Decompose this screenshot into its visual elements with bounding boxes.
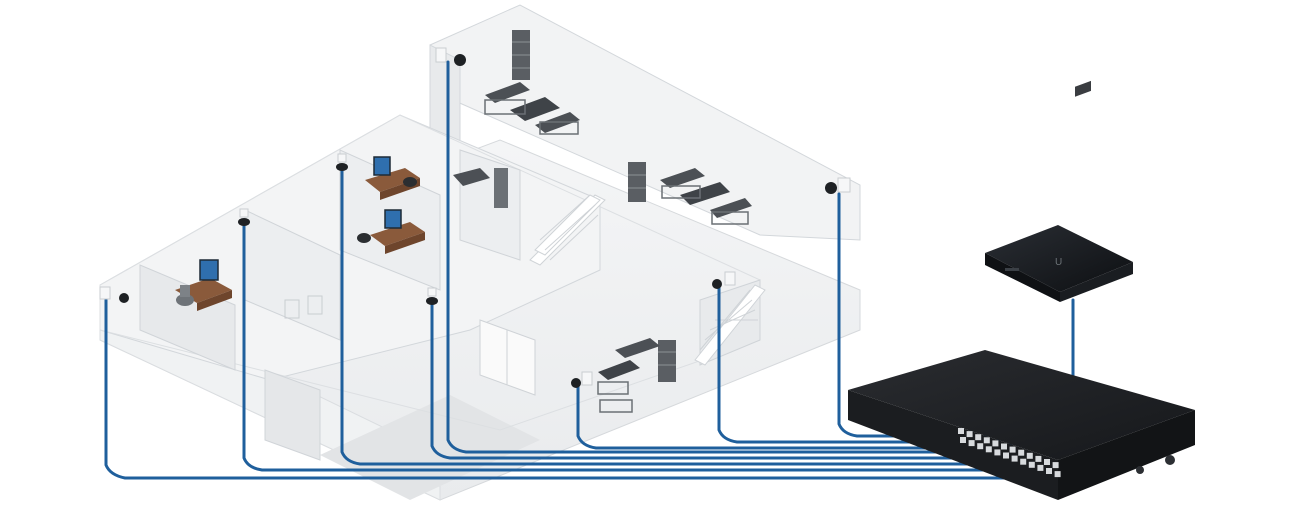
switch-port bbox=[1037, 464, 1044, 471]
cameras bbox=[99, 47, 851, 388]
staircase-upper bbox=[529, 194, 606, 266]
camera-icon bbox=[336, 153, 348, 171]
top-right-lounge-furniture bbox=[628, 162, 752, 225]
switch-port bbox=[1026, 452, 1033, 459]
switch-port bbox=[1011, 455, 1018, 462]
entrance-hall-floor bbox=[320, 395, 540, 500]
power-socket-icon bbox=[1165, 455, 1175, 465]
switch-port bbox=[968, 440, 975, 447]
camera-icon bbox=[426, 287, 438, 305]
power-socket-icon bbox=[1136, 466, 1144, 474]
sfp-port bbox=[1075, 80, 1091, 97]
entrance-doors bbox=[479, 319, 536, 396]
switch-port bbox=[1020, 458, 1027, 465]
building bbox=[99, 4, 861, 501]
storage-shelf bbox=[453, 168, 508, 208]
switch-port bbox=[1054, 471, 1061, 478]
staircase-lower bbox=[694, 284, 766, 366]
switch-port bbox=[992, 440, 999, 447]
switch-port bbox=[966, 431, 973, 438]
switch-port bbox=[994, 449, 1001, 456]
network-switch bbox=[848, 80, 1195, 500]
office-desk-left bbox=[175, 259, 232, 311]
storage-room-wall bbox=[459, 149, 521, 261]
switch-port bbox=[1001, 443, 1007, 450]
switch-port bbox=[1044, 459, 1050, 465]
office-desk-mid bbox=[365, 156, 420, 200]
camera-icon bbox=[571, 371, 593, 388]
switch-port bbox=[958, 428, 964, 434]
switch-port bbox=[960, 437, 966, 443]
switch-port bbox=[1009, 446, 1016, 453]
top-lounge-furniture bbox=[484, 30, 580, 135]
nvr-logo-icon: U bbox=[1055, 257, 1062, 268]
switch-port bbox=[1052, 462, 1059, 469]
ground-floor-inner-wall bbox=[264, 369, 321, 461]
ground-lounge-furniture bbox=[597, 338, 676, 413]
furniture bbox=[175, 30, 752, 413]
switch-ports bbox=[958, 428, 1061, 478]
switch-port bbox=[977, 443, 984, 450]
switch-port bbox=[983, 437, 990, 444]
switch-port bbox=[985, 446, 992, 453]
camera-icon bbox=[712, 271, 736, 289]
switch-port bbox=[1018, 449, 1025, 456]
ground-office-chairs bbox=[284, 295, 323, 319]
switch-port bbox=[975, 434, 982, 441]
camera-icon bbox=[238, 208, 250, 226]
switch-port bbox=[1046, 468, 1052, 474]
office-desk-lower bbox=[357, 209, 425, 254]
nvr-device: U bbox=[985, 225, 1133, 302]
switch-port bbox=[1028, 461, 1035, 468]
switch-port bbox=[1035, 455, 1042, 462]
camera-icon bbox=[99, 286, 129, 303]
camera-icon bbox=[435, 47, 466, 66]
switch-port bbox=[1003, 452, 1009, 459]
camera-icon bbox=[825, 177, 851, 194]
